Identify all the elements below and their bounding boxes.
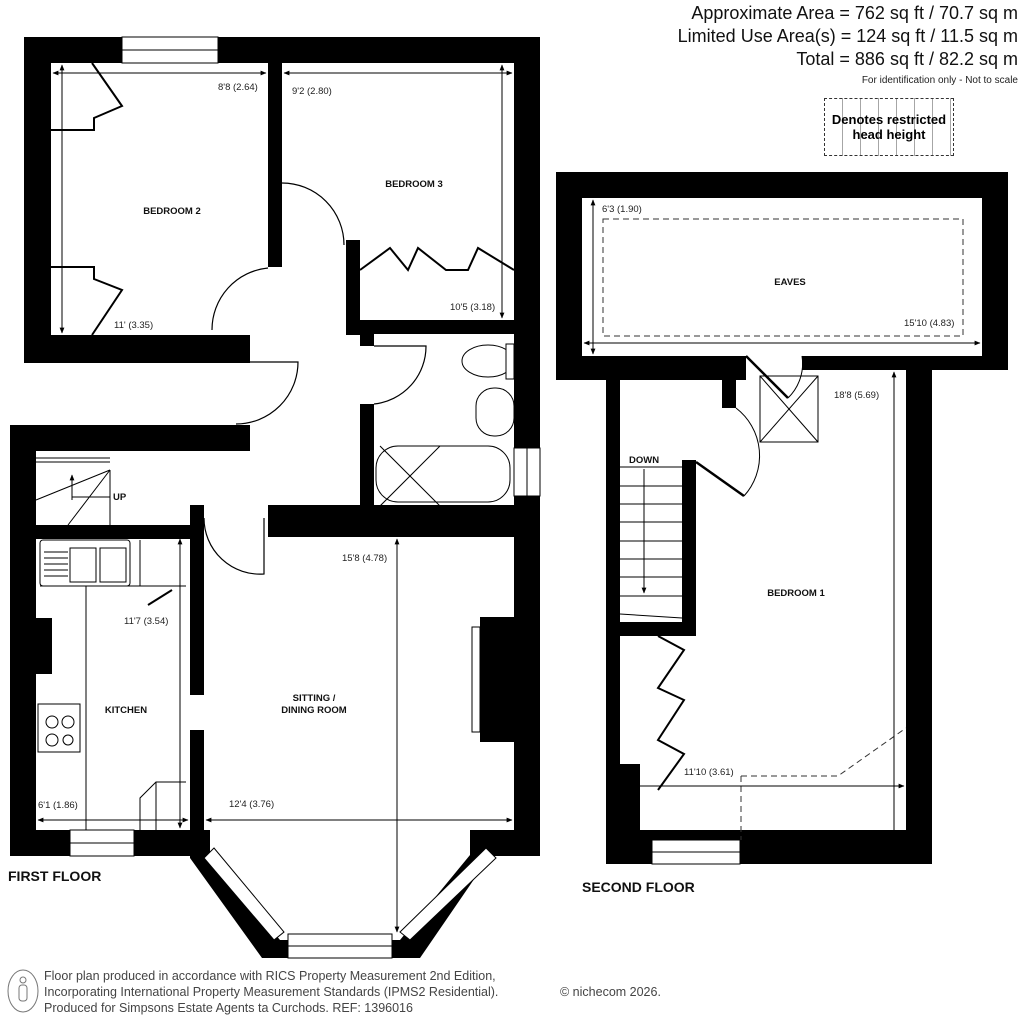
dim-bedroom3-width: 9'2 (2.80) — [292, 86, 332, 97]
dim-bedroom1-length: 18'8 (5.69) — [834, 390, 879, 401]
person-info-icon — [7, 969, 39, 1013]
first-floor-label: FIRST FLOOR — [8, 868, 102, 884]
area-summary: Approximate Area = 762 sq ft / 70.7 sq m… — [678, 2, 1018, 86]
stairs-up-label: UP — [113, 492, 127, 503]
legend-line-2: head height — [852, 127, 926, 142]
limited-use-area: Limited Use Area(s) = 124 sq ft / 11.5 s… — [677, 26, 1018, 46]
wall-landing — [10, 425, 250, 451]
approximate-area: Approximate Area = 762 sq ft / 70.7 sq m — [691, 3, 1018, 23]
dim-bedroom2-width: 8'8 (2.64) — [218, 82, 258, 93]
wall-south-bedroom2 — [24, 335, 250, 363]
room-label-kitchen: KITCHEN — [105, 705, 147, 716]
room-label-sitting-1: SITTING / — [293, 693, 336, 704]
dim-bedroom2-length: 11' (3.35) — [114, 320, 153, 331]
wall-east-sitting — [514, 505, 540, 855]
room-label-bedroom3: BEDROOM 3 — [385, 179, 443, 190]
dim-bedroom1-width: 11'10 (3.61) — [684, 767, 734, 778]
footer: Floor plan produced in accordance with R… — [6, 968, 661, 1016]
dim-sitting-length: 15'8 (4.78) — [342, 553, 387, 564]
wall-sitting-north — [268, 505, 540, 537]
bay-window-wall — [190, 830, 540, 958]
dim-bedroom3-length: 10'5 (3.18) — [450, 302, 495, 313]
footer-copyright: © nichecom 2026. — [560, 985, 661, 999]
dim-sitting-width: 12'4 (3.76) — [229, 799, 274, 810]
dim-eaves-depth: 6'3 (1.90) — [602, 204, 642, 215]
wall-west-bedroom2 — [24, 37, 51, 363]
footer-line-1: Floor plan produced in accordance with R… — [44, 969, 496, 983]
stairs-down-label: DOWN — [629, 455, 659, 466]
footer-line-2: Incorporating International Property Mea… — [44, 985, 499, 999]
wall-bed3-south — [346, 320, 540, 334]
total-area: Total = 886 sq ft / 82.2 sq m — [796, 49, 1018, 69]
scale-note: For identification only - Not to scale — [861, 75, 1018, 86]
hob — [37, 703, 81, 753]
room-label-bedroom2: BEDROOM 2 — [143, 206, 201, 217]
chimney-breast — [480, 617, 514, 742]
wall-bed2-bed3 — [268, 37, 282, 267]
first-floor-plan: BEDROOM 2 8'8 (2.64) 11' (3.35) BEDROOM … — [10, 36, 541, 959]
wall-bathroom-west — [360, 404, 374, 508]
dim-kitchen-length: 11'7 (3.54) — [124, 616, 168, 627]
restricted-height-legend: Denotes restricted head height — [824, 98, 954, 156]
wall-west-kitchen — [10, 425, 36, 855]
dim-eaves-width: 15'10 (4.83) — [904, 318, 954, 329]
dim-kitchen-width: 6'1 (1.86) — [38, 800, 78, 811]
wall-east — [514, 37, 540, 507]
room-label-sitting-2: DINING ROOM — [281, 705, 347, 716]
legend-line-1: Denotes restricted — [831, 112, 947, 127]
footer-line-3: Produced for Simpsons Estate Agents ta C… — [44, 1001, 413, 1015]
second-floor-plan: EAVES 6'3 (1.90) 15'10 (4.83) BEDROOM 1 … — [556, 172, 1008, 865]
bath — [375, 445, 511, 503]
stairs-down — [619, 466, 683, 619]
stairs-up — [35, 457, 111, 526]
wall-kitchen-sitting — [190, 505, 204, 695]
second-floor-label: SECOND FLOOR — [582, 879, 695, 895]
room-label-eaves: EAVES — [774, 277, 806, 288]
room-label-bedroom1: BEDROOM 1 — [767, 588, 825, 599]
